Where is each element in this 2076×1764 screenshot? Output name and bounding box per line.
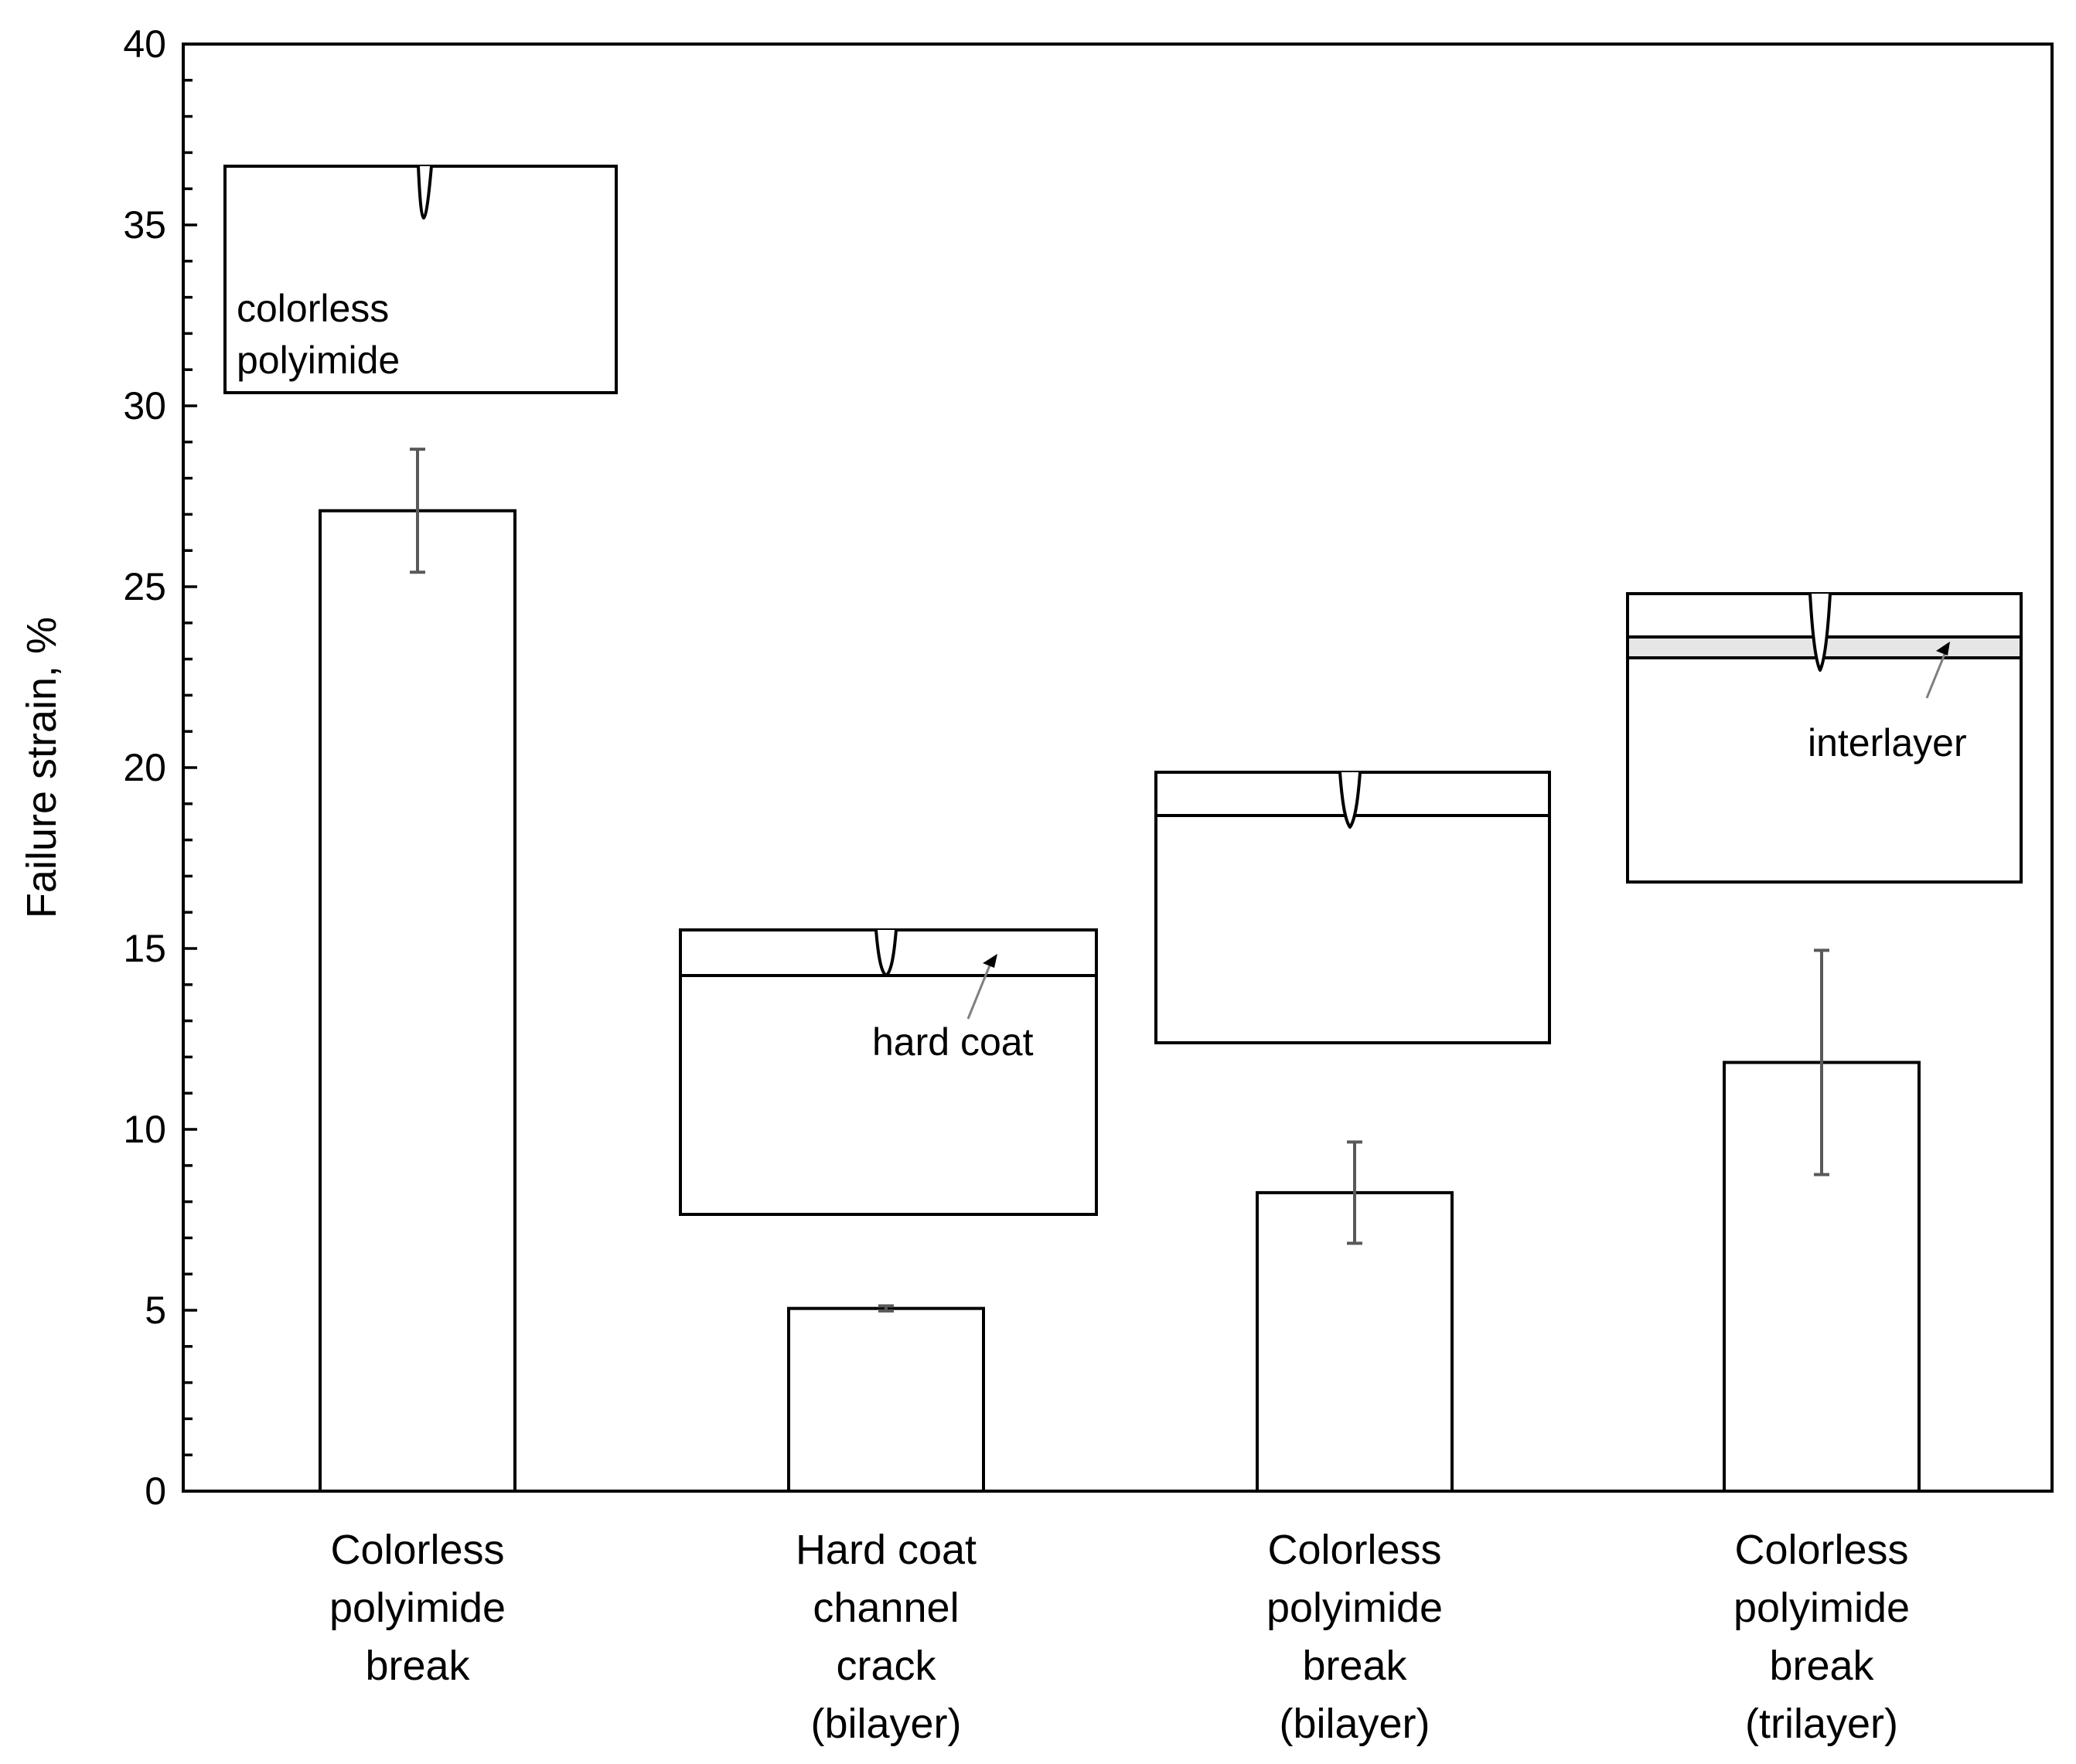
x-axis-category-labels: Colorless polyimide break Hard coat channel c… <box>329 1527 1910 1747</box>
y-tick-label: 5 <box>145 1289 166 1332</box>
inset-2-label: hard coat <box>872 1020 1034 1064</box>
inset-4-crack-notch <box>1808 593 1832 672</box>
inset-1-crack-notch <box>417 165 433 220</box>
inset-single-layer: colorless polyimide <box>223 165 618 394</box>
category-label-line: break <box>1302 1643 1407 1689</box>
category-label-line: Colorless <box>1734 1527 1908 1573</box>
y-tick-label: 35 <box>123 203 166 247</box>
y-axis-title: Failure strain, % <box>19 617 65 918</box>
category-label-line: (trilayer) <box>1745 1701 1898 1747</box>
inset-bilayer-substrate-break <box>1154 771 1551 1044</box>
category-label-line: break <box>365 1643 470 1689</box>
category-label-line: crack <box>836 1643 936 1689</box>
y-tick-label: 0 <box>145 1469 166 1513</box>
plot-area-frame <box>182 43 2054 1493</box>
inset-2-pointer-line <box>966 961 993 1020</box>
bar <box>787 1306 985 1493</box>
category-label-line: (bilayer) <box>810 1701 961 1747</box>
error-bars <box>410 448 1829 1313</box>
inset-2-arrowhead <box>983 954 997 968</box>
category-label-line: polyimide <box>1733 1585 1910 1631</box>
inset-4-arrowhead <box>1936 642 1950 656</box>
y-tick-label: 15 <box>123 927 166 970</box>
category-label-line: Colorless <box>1267 1527 1441 1573</box>
inset-2-crack-notch <box>874 929 898 977</box>
category-label-line: Colorless <box>330 1527 504 1573</box>
y-tick-label: 40 <box>123 22 166 66</box>
y-axis-tick-labels: 0 5 10 15 20 25 30 35 40 <box>123 22 166 1513</box>
inset-bilayer-channel-crack: hard coat <box>679 928 1098 1216</box>
y-tick-label: 25 <box>123 565 166 608</box>
category-label-line: polyimide <box>329 1585 506 1631</box>
category-label-line: Hard coat <box>796 1527 977 1573</box>
inset-1-label-line-2: polyimide <box>237 339 400 382</box>
inset-4-label: interlayer <box>1808 721 1967 765</box>
inset-3-crack-notch <box>1338 771 1362 829</box>
bars <box>319 509 1921 1493</box>
bar <box>319 509 516 1493</box>
inset-2-substrate <box>679 928 1098 1216</box>
category-label-line: polyimide <box>1266 1585 1443 1631</box>
category-label-line: channel <box>813 1585 959 1631</box>
inset-4-pointer-line <box>1925 652 1947 699</box>
category-label-line: (bilayer) <box>1279 1701 1430 1747</box>
y-tick-label: 20 <box>123 746 166 789</box>
category-label-line: break <box>1769 1643 1874 1689</box>
y-tick-label: 30 <box>123 384 166 427</box>
inset-trilayer-substrate-break: interlayer <box>1626 592 2023 884</box>
y-axis-ticks <box>183 43 197 1493</box>
y-tick-label: 10 <box>123 1108 166 1151</box>
inset-1-label-line-1: colorless <box>237 287 389 330</box>
